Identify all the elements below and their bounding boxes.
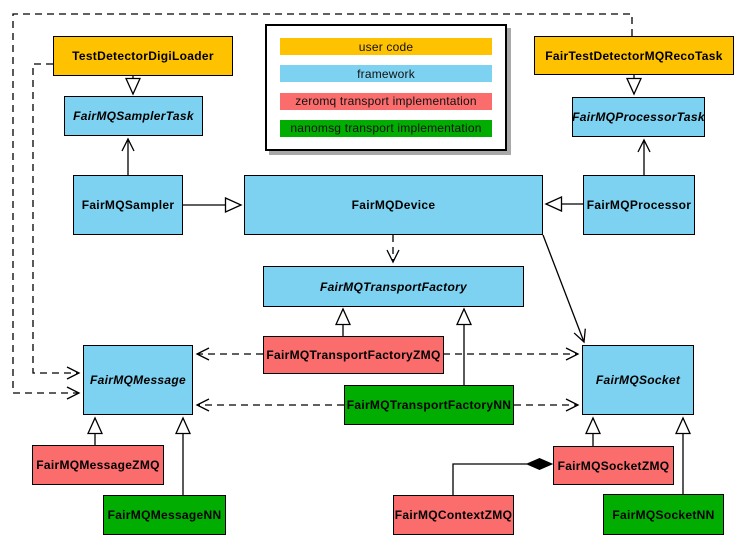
edge-assoc-device-socket (542, 234, 586, 344)
legend-item-zeromq: zeromq transport implementation (280, 92, 492, 110)
class-box-fairmqsampler: FairMQSampler (73, 175, 183, 235)
class-box-fairmqtransportfactorynn: FairMQTransportFactoryNN (344, 385, 514, 425)
class-label: FairMQTransportFactoryNN (346, 398, 512, 412)
class-box-fairmqsamplertask: FairMQSamplerTask (64, 96, 203, 136)
class-label: FairMQMessageNN (107, 508, 222, 522)
class-box-fairmqtransportfactoryzmq: FairMQTransportFactoryZMQ (263, 336, 444, 374)
class-label: FairMQMessageZMQ (36, 458, 160, 472)
edge-dep-recotask-message (12, 13, 633, 400)
class-box-fairmqsocketzmq: FairMQSocketZMQ (553, 446, 674, 485)
class-box-fairmqmessagezmq: FairMQMessageZMQ (32, 445, 164, 485)
class-label: FairMQProcessorTask (572, 110, 705, 124)
legend-label: zeromq transport implementation (295, 94, 477, 109)
class-label: FairMQTransportFactoryZMQ (266, 348, 441, 362)
class-label: FairMQSocket (595, 373, 681, 387)
class-label: FairMQContextZMQ (394, 508, 513, 522)
legend-label: framework (357, 66, 415, 81)
class-box-fairmqdevice: FairMQDevice (244, 175, 543, 235)
class-box-fairmqtransportfactory: FairMQTransportFactory (263, 266, 524, 307)
class-label: FairMQMessage (90, 373, 186, 387)
legend-label: user code (358, 39, 414, 54)
legend-item-user-code: user code (280, 38, 492, 55)
legend-item-nanomsg: nanomsg transport implementation (280, 119, 492, 137)
class-label: FairMQSocketZMQ (557, 458, 670, 473)
class-label: FairTestDetectorMQRecoTask (545, 48, 723, 63)
class-box-fairtestdetectormqrecotask: FairTestDetectorMQRecoTask (534, 36, 734, 75)
class-box-fairmqsocket: FairMQSocket (582, 345, 694, 415)
legend-item-framework: framework (280, 65, 492, 83)
class-label: TestDetectorDigiLoader (72, 49, 214, 63)
edge-dep-digiloader-message (32, 63, 81, 380)
class-box-testdetectordigiloader: TestDetectorDigiLoader (53, 36, 233, 76)
class-box-fairmqsocketnn: FairMQSocketNN (603, 494, 724, 535)
class-box-fairmqprocessortask: FairMQProcessorTask (572, 97, 705, 137)
class-label: FairMQDevice (351, 198, 436, 212)
class-box-fairmqprocessor: FairMQProcessor (583, 175, 695, 235)
class-box-fairmqmessagenn: FairMQMessageNN (103, 495, 226, 535)
edge-comp-contextzmq-socketzmq (452, 464, 527, 495)
class-label: FairMQSampler (81, 198, 175, 212)
legend-label: nanomsg transport implementation (290, 121, 482, 136)
class-label: FairMQSocketNN (612, 507, 715, 522)
class-label: FairMQProcessor (586, 198, 692, 212)
class-box-fairmqmessage: FairMQMessage (83, 345, 193, 415)
class-box-fairmqcontextzmq: FairMQContextZMQ (393, 495, 514, 535)
class-label: FairMQSamplerTask (73, 109, 194, 123)
class-label: FairMQTransportFactory (319, 279, 468, 294)
legend: user code framework zeromq transport imp… (265, 24, 507, 151)
